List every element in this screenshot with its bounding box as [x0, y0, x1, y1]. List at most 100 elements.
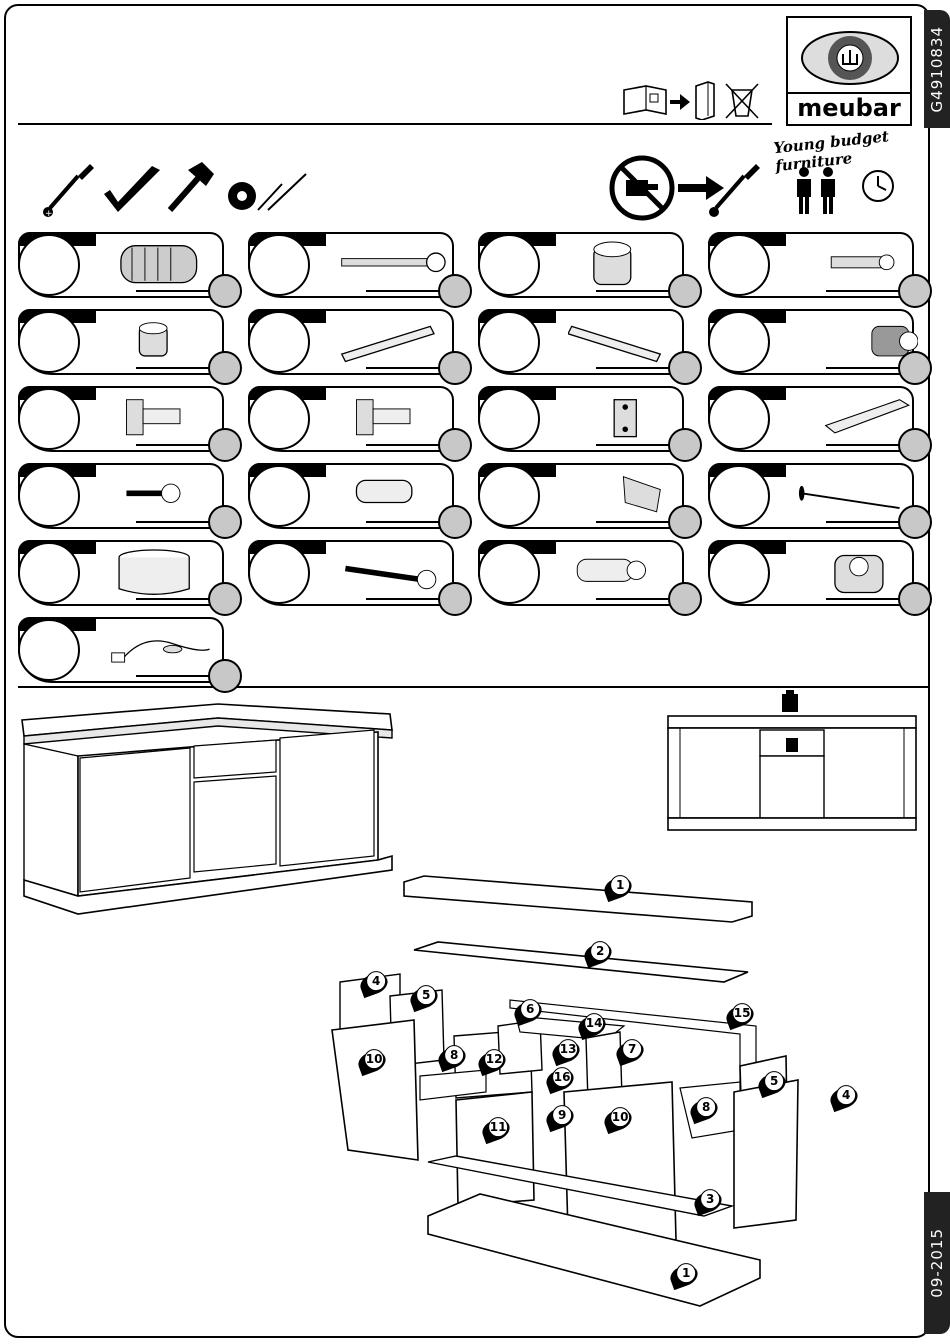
panel-number: 13	[558, 1039, 578, 1059]
panel-number: 10	[610, 1107, 630, 1127]
part-quantity-circle	[668, 351, 702, 385]
part-card	[248, 309, 454, 375]
part-quantity-circle	[668, 505, 702, 539]
part-quantity-line	[596, 521, 670, 523]
panel-number: 6	[520, 999, 540, 1019]
parts-divider	[18, 686, 930, 688]
part-card	[18, 386, 224, 452]
part-id-circle	[248, 465, 310, 527]
part-card	[478, 232, 684, 298]
panel-number: 5	[764, 1071, 784, 1091]
part-quantity-circle	[208, 505, 242, 539]
part-card	[248, 463, 454, 529]
part-card	[478, 463, 684, 529]
no-power-drill-icon	[608, 154, 676, 222]
part-quantity-line	[366, 444, 440, 446]
part-quantity-circle	[668, 274, 702, 308]
instruction-booklet-icon	[620, 80, 780, 120]
part-quantity-line	[136, 598, 210, 600]
part-card	[18, 617, 224, 683]
part-quantity-circle	[898, 351, 932, 385]
part-card	[708, 463, 914, 529]
document-date: 09-2015	[928, 1228, 946, 1298]
brand-name: meubar	[788, 92, 910, 122]
part-card	[248, 540, 454, 606]
part-id-circle	[478, 388, 540, 450]
part-quantity-line	[366, 367, 440, 369]
panel-number: 15	[732, 1003, 752, 1023]
part-quantity-line	[596, 598, 670, 600]
panel-number: 7	[622, 1039, 642, 1059]
part-id-circle	[708, 388, 770, 450]
part-card	[708, 232, 914, 298]
part-quantity-line	[596, 367, 670, 369]
part-id-circle	[478, 542, 540, 604]
part-quantity-circle	[438, 428, 472, 462]
part-id-circle	[708, 311, 770, 373]
date-tab: 09-2015	[924, 1192, 950, 1334]
panel-number: 10	[364, 1049, 384, 1069]
part-quantity-line	[596, 290, 670, 292]
part-id-circle	[248, 234, 310, 296]
part-quantity-circle	[438, 351, 472, 385]
panel-number: 9	[552, 1105, 572, 1125]
brand-logo: meubar	[786, 16, 912, 126]
part-id-circle	[478, 234, 540, 296]
part-card	[18, 232, 224, 298]
part-card	[18, 540, 224, 606]
part-quantity-line	[826, 598, 900, 600]
part-quantity-line	[136, 367, 210, 369]
part-card	[478, 386, 684, 452]
part-quantity-circle	[438, 505, 472, 539]
part-id-circle	[18, 465, 80, 527]
hammer-icon	[162, 160, 218, 216]
part-id-circle	[248, 542, 310, 604]
part-quantity-circle	[668, 428, 702, 462]
part-id-circle	[478, 465, 540, 527]
part-quantity-line	[136, 521, 210, 523]
panel-number: 12	[484, 1049, 504, 1069]
eye-icon	[796, 24, 904, 94]
part-id-circle	[708, 542, 770, 604]
part-quantity-circle	[898, 582, 932, 616]
part-card	[248, 386, 454, 452]
part-quantity-circle	[208, 582, 242, 616]
part-quantity-circle	[898, 505, 932, 539]
part-card	[18, 309, 224, 375]
screwdriver-icon	[704, 160, 764, 220]
part-card	[18, 463, 224, 529]
part-card	[478, 309, 684, 375]
part-quantity-circle	[438, 582, 472, 616]
part-quantity-circle	[208, 274, 242, 308]
header-divider	[18, 123, 772, 125]
part-quantity-circle	[208, 428, 242, 462]
document-code: G4910834	[928, 26, 946, 112]
part-id-circle	[478, 311, 540, 373]
part-quantity-line	[136, 444, 210, 446]
tape-measure-icon	[222, 170, 312, 214]
part-id-circle	[248, 388, 310, 450]
square-ruler-icon	[100, 164, 164, 216]
panel-number: 3	[700, 1189, 720, 1209]
part-quantity-circle	[438, 274, 472, 308]
part-quantity-line	[366, 598, 440, 600]
part-id-circle	[18, 388, 80, 450]
panel-number: 4	[836, 1085, 856, 1105]
clock-icon	[860, 168, 896, 204]
part-card	[708, 386, 914, 452]
screwdriver-icon: +	[38, 160, 98, 220]
part-quantity-circle	[208, 351, 242, 385]
part-card	[708, 540, 914, 606]
part-quantity-circle	[898, 428, 932, 462]
two-persons-icon	[792, 166, 842, 216]
part-quantity-line	[596, 444, 670, 446]
part-quantity-line	[826, 444, 900, 446]
part-card	[478, 540, 684, 606]
panel-number: 14	[584, 1013, 604, 1033]
part-id-circle	[248, 311, 310, 373]
panel-number: 5	[416, 985, 436, 1005]
part-id-circle	[18, 542, 80, 604]
part-quantity-circle	[668, 582, 702, 616]
panel-number: 4	[366, 971, 386, 991]
code-tab: G4910834	[924, 10, 950, 128]
